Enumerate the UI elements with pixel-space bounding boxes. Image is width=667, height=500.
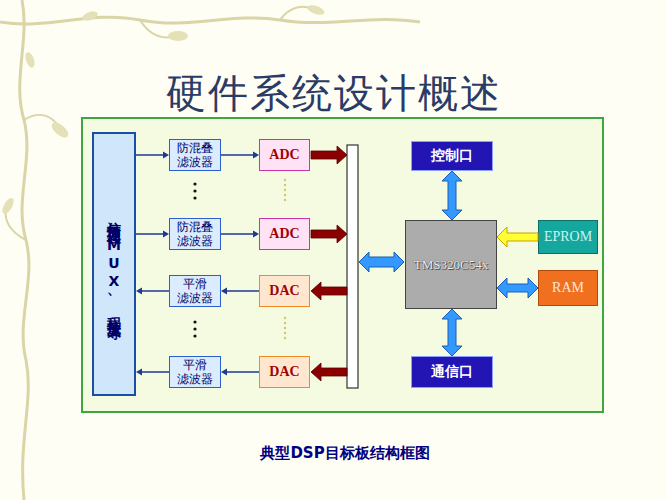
port-box: 通信口: [411, 356, 493, 388]
memory-box: EPROM: [538, 220, 598, 254]
node-label: 平滑 滤波器: [175, 358, 215, 386]
node-label: TMS320C54x: [414, 257, 488, 273]
adc-box: ADC: [259, 139, 310, 171]
signal-arrow: [221, 231, 259, 238]
node-label: ADC: [269, 147, 299, 163]
bus-arrows: [311, 146, 347, 381]
node-label: 防混叠 滤波器: [175, 141, 215, 169]
node-label: 通信口: [431, 363, 473, 381]
board-panel: [82, 118, 603, 412]
data-bus: [347, 145, 358, 388]
node-label: 平滑 滤波器: [175, 277, 215, 305]
memory-box: RAM: [538, 270, 598, 306]
signal-arrow: [136, 152, 169, 159]
node-label: EPROM: [544, 229, 592, 245]
bus-dsp-arrow: [359, 252, 404, 272]
dac-box: DAC: [259, 275, 310, 307]
filter-box: 防混叠 滤波器: [169, 139, 221, 171]
figure-caption: 典型DSP目标板结构框图: [0, 444, 667, 463]
signal-arrow: [136, 369, 169, 376]
filter-box: 平滑 滤波器: [169, 356, 221, 388]
block-arrow: [497, 227, 538, 247]
preprocess-box: 信号预处理、MUX、程控放大等: [92, 132, 136, 396]
slide-title: 硬件系统设计概述: [0, 66, 667, 121]
node-label: 控制口: [431, 147, 473, 165]
node-label: DAC: [269, 283, 299, 299]
signal-arrow: [136, 288, 169, 295]
block-arrow: [442, 309, 462, 356]
node-label: 信号预处理、MUX、程控放大等: [107, 211, 121, 317]
node-label: 防混叠 滤波器: [175, 220, 215, 248]
block-arrow: [497, 278, 538, 298]
node-label: DAC: [269, 364, 299, 380]
filter-box: 防混叠 滤波器: [169, 218, 221, 250]
port-box: 控制口: [411, 141, 493, 171]
node-label: RAM: [552, 280, 584, 296]
adc-box: ADC: [259, 218, 310, 250]
signal-arrow: [221, 369, 259, 376]
signal-arrow: [136, 231, 169, 238]
ellipsis-dots: [193, 182, 196, 337]
signal-arrow: [221, 288, 259, 295]
filter-box: 平滑 滤波器: [169, 275, 221, 307]
dsp-chip: TMS320C54x: [405, 220, 497, 309]
node-label: ADC: [269, 226, 299, 242]
block-arrow: [442, 171, 462, 220]
ellipsis-dots: [284, 179, 286, 339]
signal-arrow: [221, 152, 259, 159]
dac-box: DAC: [259, 356, 310, 388]
